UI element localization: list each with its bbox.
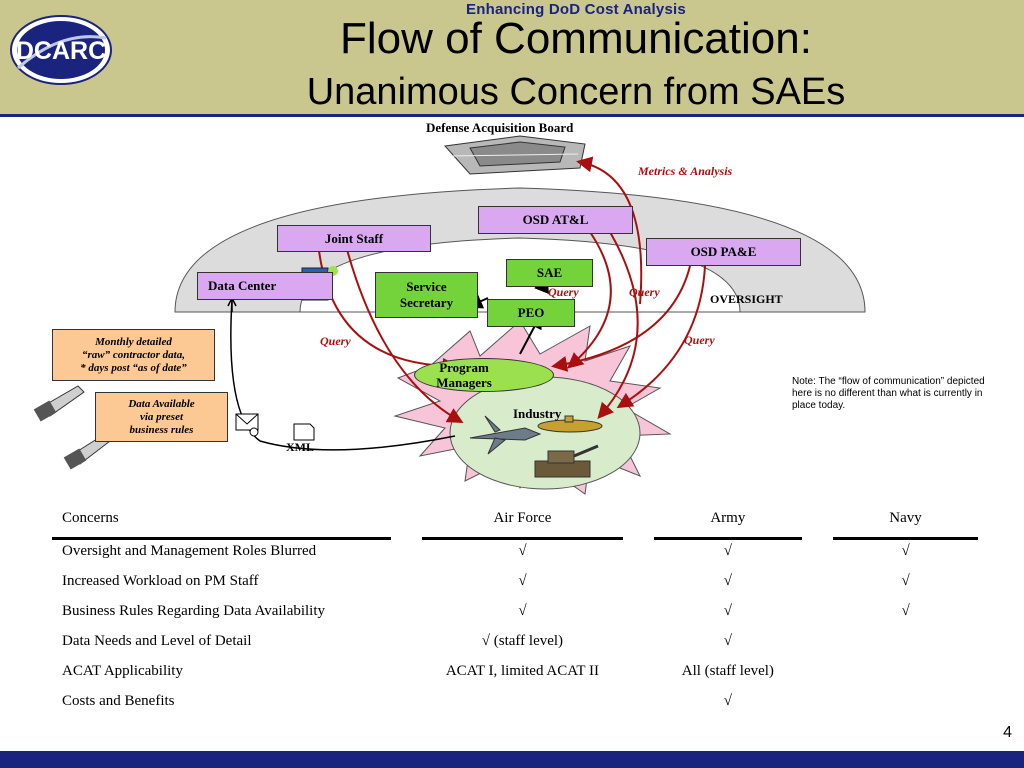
air-force-cell bbox=[422, 690, 622, 720]
tagline: Enhancing DoD Cost Analysis bbox=[466, 1, 686, 18]
xml-label: XML bbox=[286, 440, 314, 454]
monthly-data-box: Monthly detailed “raw” contractor data, … bbox=[52, 329, 215, 381]
available-line1: Data Available bbox=[128, 397, 195, 410]
air-force-cell: √ (staff level) bbox=[481, 633, 564, 649]
dab-label: Defense Acquisition Board bbox=[426, 120, 574, 135]
table-row: Business Rules Regarding Data Availabili… bbox=[52, 600, 978, 630]
query-label: Query bbox=[320, 334, 351, 348]
service-secretary-line1: Service bbox=[406, 279, 447, 294]
air-force-cell: √ bbox=[518, 543, 527, 559]
service-secretary-box: Service Secretary bbox=[375, 272, 478, 318]
monthly-line3: * days post “as of date” bbox=[80, 361, 187, 374]
available-line2: via preset bbox=[139, 410, 184, 423]
air-force-cell: √ bbox=[518, 573, 527, 589]
monthly-line2: “raw” contractor data, bbox=[82, 348, 185, 361]
program-managers-line1: Program bbox=[439, 360, 489, 375]
table-row: Oversight and Management Roles Blurred √… bbox=[52, 539, 978, 571]
available-line3: business rules bbox=[129, 423, 194, 436]
concern-cell: Oversight and Management Roles Blurred bbox=[62, 543, 317, 559]
envelope-icon bbox=[235, 413, 259, 437]
slide-title-line1: Flow of Communication: bbox=[340, 14, 812, 63]
army-cell: All (staff level) bbox=[681, 663, 774, 679]
table-header-cell: Army bbox=[653, 507, 802, 540]
table-header-cell: Concerns bbox=[52, 507, 391, 540]
query-label: Query bbox=[684, 333, 715, 347]
sae-box: SAE bbox=[506, 259, 593, 287]
concerns-table: Concerns Air Force Army Navy Oversight a… bbox=[52, 507, 978, 720]
army-cell: √ bbox=[723, 603, 732, 619]
army-cell: √ bbox=[723, 543, 732, 559]
table-row: Costs and Benefits √ bbox=[52, 690, 978, 720]
osd-pae-box: OSD PA&E bbox=[646, 238, 801, 266]
pointing-hand-icon bbox=[33, 385, 85, 422]
army-cell: √ bbox=[723, 693, 732, 709]
concern-cell: Business Rules Regarding Data Availabili… bbox=[62, 603, 326, 619]
logo-text: DCARC bbox=[16, 37, 106, 65]
query-label: Query bbox=[548, 285, 579, 299]
note-text: Note: The “flow of communication” depict… bbox=[792, 376, 985, 411]
program-managers-line2: Managers bbox=[436, 375, 492, 390]
navy-cell bbox=[833, 630, 978, 660]
table-header-cell: Navy bbox=[833, 507, 978, 540]
submarine-icon bbox=[537, 415, 603, 433]
concern-cell: Data Needs and Level of Detail bbox=[62, 633, 252, 649]
tank-icon bbox=[534, 444, 599, 478]
navy-cell: √ bbox=[901, 573, 910, 589]
concern-cell: Costs and Benefits bbox=[62, 693, 175, 709]
slide-title-line2: Unanimous Concern from SAEs bbox=[306, 71, 846, 113]
footer-bar bbox=[0, 751, 1024, 768]
data-center-box: Data Center bbox=[197, 272, 333, 300]
table-row: Increased Workload on PM Staff √ √ √ bbox=[52, 570, 978, 600]
xml-document-icon bbox=[293, 423, 315, 441]
navy-cell bbox=[833, 660, 978, 690]
table-header-cell: Air Force bbox=[422, 507, 623, 540]
oversight-label: OVERSIGHT bbox=[710, 292, 783, 306]
aircraft-icon bbox=[469, 415, 542, 455]
joint-staff-box: Joint Staff bbox=[277, 225, 431, 252]
communication-flow-diagram: Defense Acquisition Board Metrics & Anal… bbox=[0, 116, 1024, 496]
industry-label: Industry bbox=[513, 406, 562, 421]
query-label: Query bbox=[629, 285, 660, 299]
navy-cell: √ bbox=[901, 543, 910, 559]
army-cell: √ bbox=[723, 573, 732, 589]
navy-cell bbox=[833, 690, 978, 720]
air-force-cell: ACAT I, limited ACAT II bbox=[445, 663, 600, 679]
data-available-box: Data Available via preset business rules bbox=[95, 392, 228, 442]
army-cell: √ bbox=[723, 633, 732, 649]
osd-atl-box: OSD AT&L bbox=[478, 206, 633, 234]
air-force-cell: √ bbox=[518, 603, 527, 619]
concern-cell: Increased Workload on PM Staff bbox=[62, 573, 259, 589]
monthly-line1: Monthly detailed bbox=[95, 335, 172, 348]
service-secretary-line2: Secretary bbox=[399, 295, 454, 310]
navy-cell: √ bbox=[901, 603, 910, 619]
page-number: 4 bbox=[1003, 724, 1012, 741]
table-row: ACAT Applicability ACAT I, limited ACAT … bbox=[52, 660, 978, 690]
peo-box: PEO bbox=[487, 299, 575, 327]
program-managers-ellipse: Program Managers bbox=[414, 358, 554, 392]
pentagon-icon bbox=[443, 135, 586, 175]
table-row: Data Needs and Level of Detail √ (staff … bbox=[52, 630, 978, 660]
metrics-analysis-label: Metrics & Analysis bbox=[638, 164, 733, 178]
dcarc-logo-icon: DCARC bbox=[10, 15, 112, 85]
slide-header: Enhancing DoD Cost Analysis Flow of Comm… bbox=[0, 0, 1024, 117]
concern-cell: ACAT Applicability bbox=[62, 663, 183, 679]
table-header-row: Concerns Air Force Army Navy bbox=[52, 507, 978, 540]
